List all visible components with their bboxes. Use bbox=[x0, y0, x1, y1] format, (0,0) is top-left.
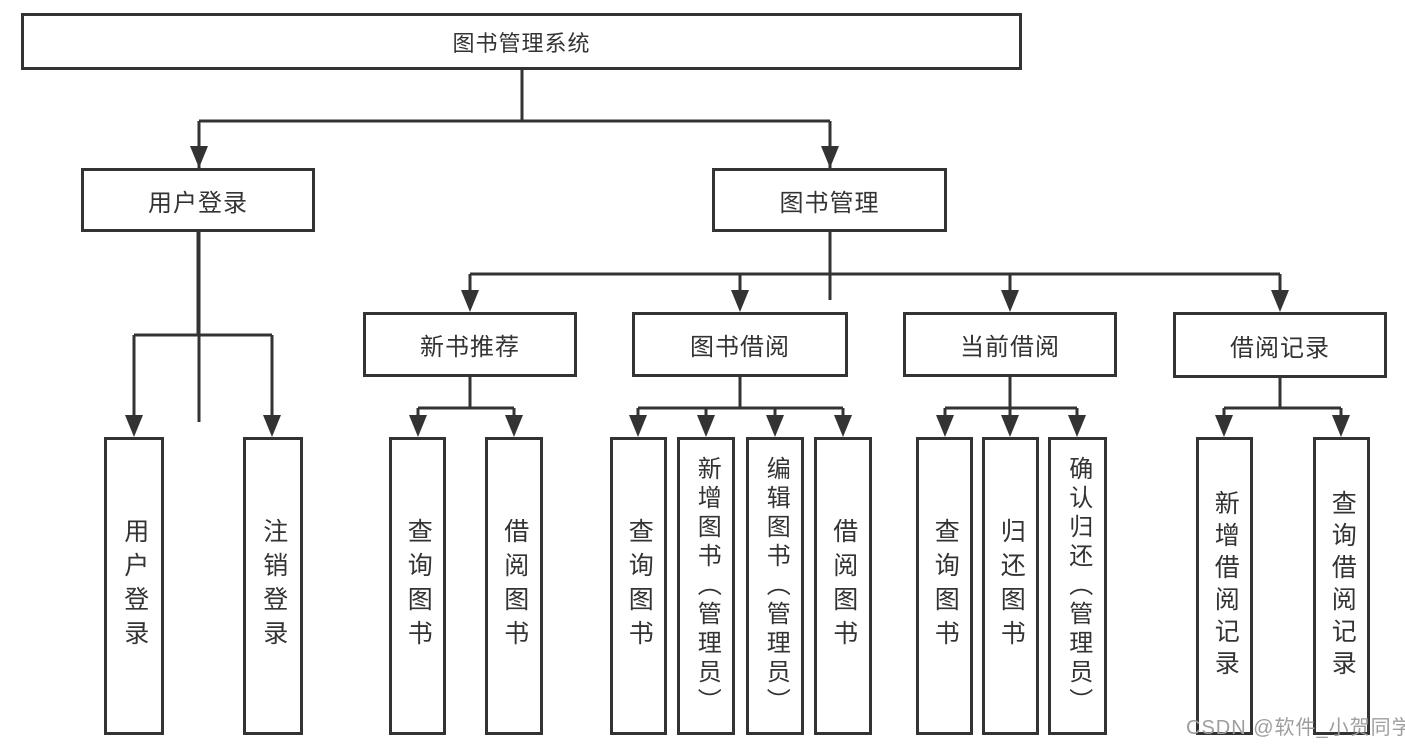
node-leaf-query-books-1-label: 查询图书 bbox=[404, 518, 433, 654]
node-new-book-recommend: 新书推荐 bbox=[363, 312, 577, 377]
node-root-label: 图书管理系统 bbox=[452, 30, 591, 56]
node-leaf-add-record: 新增借阅记录 bbox=[1196, 437, 1253, 735]
node-leaf-return-books-label: 归还图书 bbox=[997, 518, 1026, 654]
node-leaf-query-books-3-label: 查询图书 bbox=[931, 518, 960, 654]
arrowheads bbox=[125, 146, 1350, 437]
node-book-management: 图书管理 bbox=[712, 168, 947, 232]
node-leaf-user-login: 用户登录 bbox=[104, 437, 164, 735]
node-root: 图书管理系统 bbox=[21, 13, 1022, 70]
node-leaf-logout-label: 注销登录 bbox=[259, 518, 288, 654]
node-borrow-records-label: 借阅记录 bbox=[1230, 334, 1330, 362]
node-user-login-branch: 用户登录 bbox=[81, 168, 315, 232]
node-leaf-query-record-label: 查询借阅记录 bbox=[1328, 490, 1357, 682]
node-leaf-return-books: 归还图书 bbox=[982, 437, 1039, 735]
watermark: CSDN @软件_小贺同学 bbox=[1186, 717, 1405, 739]
node-leaf-confirm-return: 确认归还（管理员） bbox=[1048, 437, 1107, 735]
node-leaf-logout: 注销登录 bbox=[243, 437, 303, 735]
node-leaf-borrow-books-1: 借阅图书 bbox=[485, 437, 543, 735]
node-leaf-user-login-label: 用户登录 bbox=[120, 518, 149, 654]
node-book-borrowing: 图书借阅 bbox=[632, 312, 848, 377]
node-user-login-branch-label: 用户登录 bbox=[148, 189, 248, 217]
node-leaf-edit-books-label: 编辑图书（管理员） bbox=[762, 455, 790, 717]
node-borrow-records: 借阅记录 bbox=[1173, 312, 1387, 378]
node-leaf-borrow-books-2: 借阅图书 bbox=[814, 437, 872, 735]
node-current-borrowing: 当前借阅 bbox=[903, 312, 1117, 377]
node-leaf-add-books: 新增图书（管理员） bbox=[677, 437, 735, 735]
node-leaf-add-record-label: 新增借阅记录 bbox=[1211, 490, 1240, 682]
node-leaf-query-books-2: 查询图书 bbox=[610, 437, 667, 735]
node-book-borrowing-label: 图书借阅 bbox=[690, 334, 790, 361]
node-leaf-query-record: 查询借阅记录 bbox=[1313, 437, 1370, 735]
node-leaf-query-books-3: 查询图书 bbox=[916, 437, 973, 735]
node-book-management-label: 图书管理 bbox=[779, 189, 880, 217]
node-leaf-borrow-books-2-label: 借阅图书 bbox=[829, 518, 858, 654]
node-leaf-borrow-books-1-label: 借阅图书 bbox=[500, 518, 529, 654]
node-leaf-query-books-1: 查询图书 bbox=[389, 437, 446, 735]
node-leaf-add-books-label: 新增图书（管理员） bbox=[693, 455, 721, 717]
node-leaf-query-books-2-label: 查询图书 bbox=[625, 518, 654, 654]
node-leaf-confirm-return-label: 确认归还（管理员） bbox=[1064, 455, 1092, 717]
node-current-borrowing-label: 当前借阅 bbox=[960, 334, 1060, 361]
node-leaf-edit-books: 编辑图书（管理员） bbox=[746, 437, 804, 735]
node-new-book-recommend-label: 新书推荐 bbox=[420, 334, 520, 361]
